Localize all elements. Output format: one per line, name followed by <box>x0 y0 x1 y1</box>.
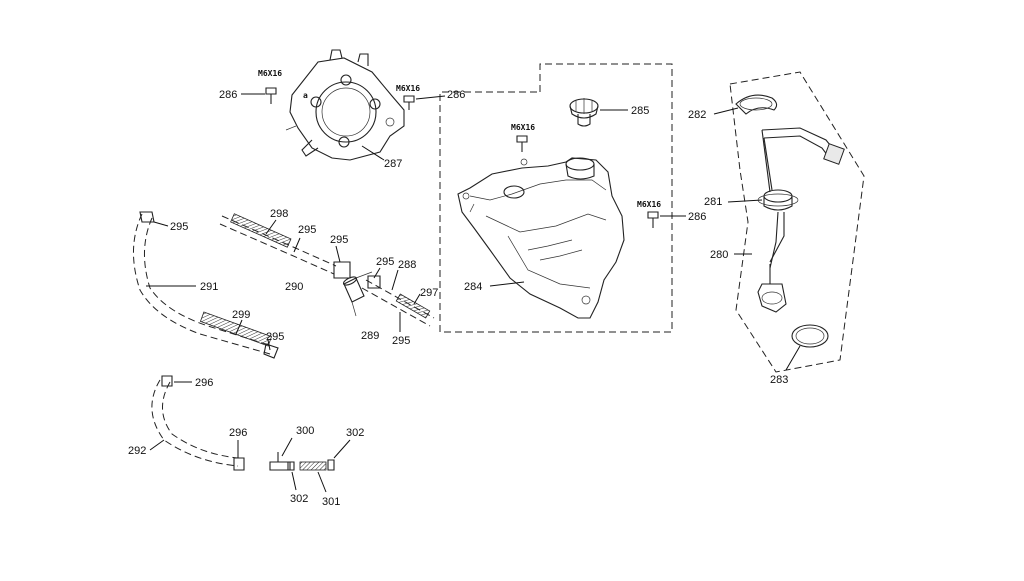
spec-bolt-b: M6X16 <box>396 84 420 93</box>
callout-302-b: 302 <box>346 427 364 439</box>
spec-bolt-a: M6X16 <box>258 69 282 78</box>
fuel-hose-288 <box>361 275 435 327</box>
callout-301: 301 <box>322 496 340 508</box>
callout-295-a: 295 <box>170 221 188 233</box>
callout-289: 289 <box>361 330 379 342</box>
bolt-tank-top <box>516 135 528 152</box>
callout-286-tank: 286 <box>688 211 706 223</box>
callout-296-b: 296 <box>229 427 247 439</box>
callout-290: 290 <box>285 281 303 293</box>
fuel-tank-284 <box>457 157 625 319</box>
hose-301 <box>299 461 327 471</box>
clamp-302-left <box>287 461 295 471</box>
callout-283: 283 <box>770 374 788 386</box>
callout-302-a: 302 <box>290 493 308 505</box>
spec-bolt-c: M6X16 <box>511 123 535 132</box>
gasket-283 <box>791 324 829 348</box>
svg-text:a: a <box>303 91 308 100</box>
spec-bolt-d: M6X16 <box>637 200 661 209</box>
callout-292: 292 <box>128 445 146 457</box>
callout-298: 298 <box>270 208 288 220</box>
callout-295-b: 295 <box>266 331 284 343</box>
tank-group-outline <box>439 63 673 333</box>
fuel-cap-285 <box>569 98 599 127</box>
callout-286-right: 286 <box>447 89 465 101</box>
callout-281: 281 <box>704 196 722 208</box>
callout-285: 285 <box>631 105 649 117</box>
lock-ring-282 <box>735 94 778 115</box>
callout-284: 284 <box>464 281 482 293</box>
callout-286-left: 286 <box>219 89 237 101</box>
callout-295-d: 295 <box>330 234 348 246</box>
vacuum-hose-292 <box>151 375 245 471</box>
float-arm <box>757 264 787 313</box>
callout-288: 288 <box>398 259 416 271</box>
callout-282: 282 <box>688 109 706 121</box>
bolt-286-left <box>265 87 277 104</box>
callout-291: 291 <box>200 281 218 293</box>
callout-295-f: 295 <box>392 335 410 347</box>
callout-295-c: 295 <box>298 224 316 236</box>
bolt-286-right <box>403 95 415 110</box>
sender-group-outline <box>729 71 865 373</box>
callout-300: 300 <box>296 425 314 437</box>
sender-wire <box>761 127 845 193</box>
fuel-hose-291 <box>132 211 279 359</box>
callout-280: 280 <box>710 249 728 261</box>
callout-287: 287 <box>384 158 402 170</box>
callout-297: 297 <box>420 287 438 299</box>
bolt-tank-right <box>647 211 659 228</box>
fuel-pump-287: a <box>285 49 405 161</box>
callout-295-e: 295 <box>376 256 394 268</box>
fuel-filter-289 <box>342 271 373 317</box>
callout-299: 299 <box>232 309 250 321</box>
fuel-hose-290 <box>219 213 351 279</box>
clamp-302-right <box>327 459 335 471</box>
sender-head-281 <box>757 189 799 269</box>
callout-296-a: 296 <box>195 377 213 389</box>
